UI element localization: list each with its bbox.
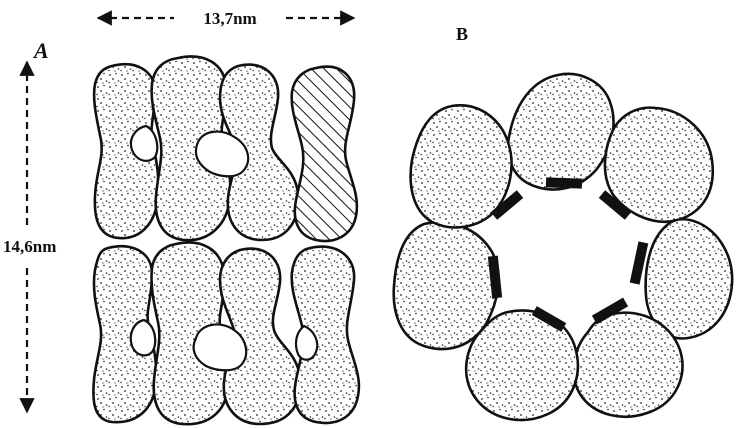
panel-a-label: A	[32, 38, 49, 63]
ring-subunit-top	[508, 74, 613, 190]
cavity-bottom-left	[131, 320, 156, 355]
panel-b-label: B	[456, 24, 468, 44]
ring-subunit-left	[394, 222, 499, 349]
width-label: 13,7nm	[203, 9, 256, 28]
ring-subunit-right	[646, 219, 733, 338]
ring-subunit-lower-right	[574, 313, 683, 417]
subunit-a-top-4-hatched	[292, 67, 357, 241]
cavity-top-left	[131, 126, 157, 161]
panel-b: B	[394, 24, 732, 420]
panel-a: A 13,7nm 14,6nm	[3, 9, 359, 424]
height-label: 14,6nm	[3, 237, 56, 256]
linker-mark-top	[546, 177, 582, 188]
